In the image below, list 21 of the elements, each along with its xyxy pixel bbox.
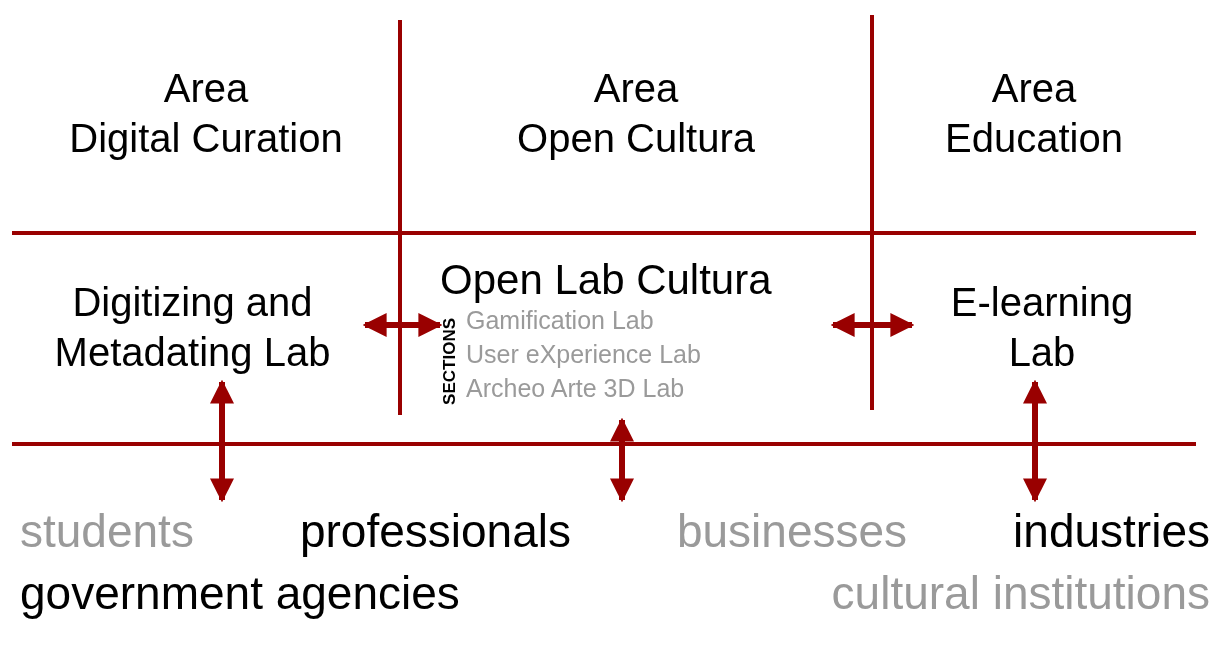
double-arrow [210,379,234,503]
double-arrow [610,417,634,503]
audience-group: businesses [676,500,908,562]
audience-group: industries [1013,500,1210,562]
lab-name: E-learning Lab [949,279,1135,376]
double-arrow [1023,379,1047,503]
lab-name: Open Lab Cultura [440,255,773,305]
area-heading: Area Digital Curation [69,64,343,162]
area-heading: Area Education [945,64,1123,162]
audience-group: professionals [299,500,571,562]
lab-name: Digitizing and Metadating Lab [53,279,332,376]
section-name: Gamification Lab [466,305,655,336]
audience-group: government agencies [20,562,460,624]
double-arrow [362,313,443,337]
audience-group: cultural institutions [831,562,1210,624]
section-name: Archeo Arte 3D Lab [466,373,686,404]
area-heading: Area Open Cultura [517,64,755,162]
section-name: User eXperience Lab [466,339,701,370]
vertical-heading: SECTIONS [440,318,460,405]
double-arrow [830,313,915,337]
audience-group: students [20,500,194,562]
